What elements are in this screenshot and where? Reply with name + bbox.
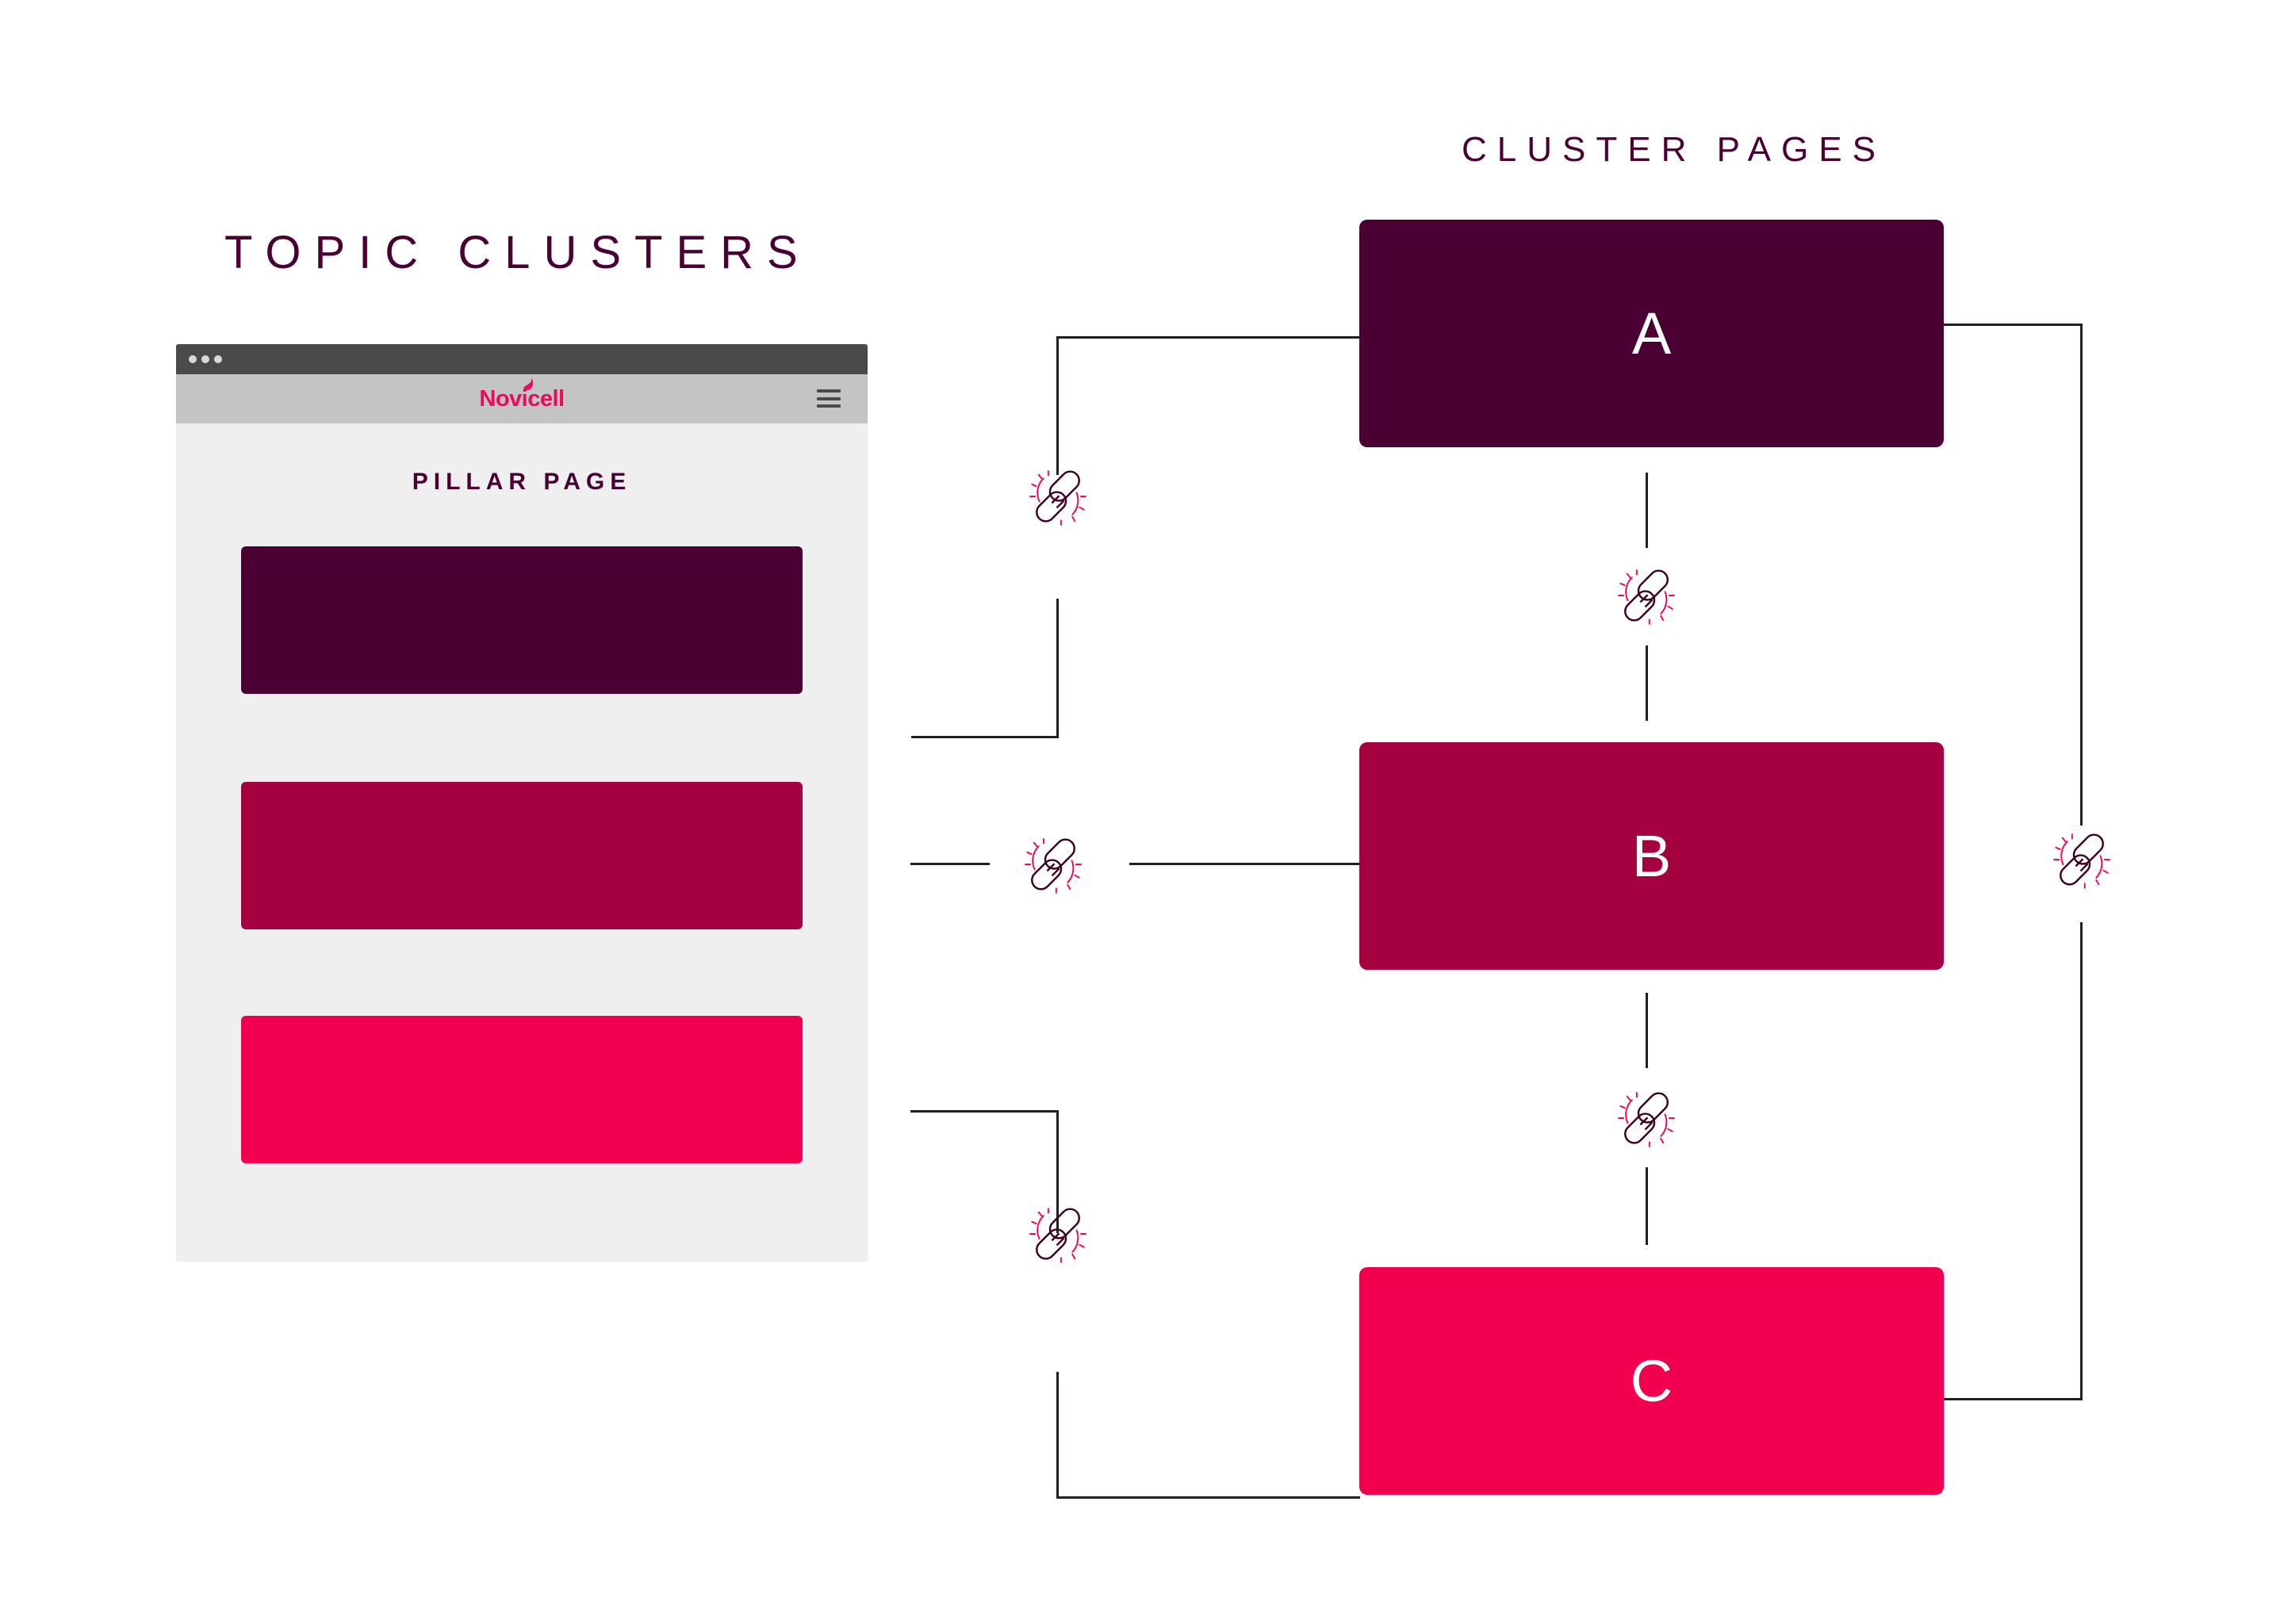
connector-pillar-to-b-right-segment [1129,863,1359,865]
novicell-logo: Novicell [479,377,565,412]
connector-pillar-to-c-lower-vertical [1056,1372,1059,1499]
link-icon-a-to-c [2053,833,2110,889]
pillar-content-block-2 [241,782,803,929]
cluster-page-label-b: B [1631,822,1672,889]
connector-pillar-to-a-lower-vertical [1056,599,1059,738]
connector-a-to-c-bottom-horizontal [1944,1398,2083,1400]
connector-pillar-to-b-left-segment [910,863,990,865]
link-icon-b-to-c [1618,1092,1675,1147]
connector-pillar-to-a-top-horizontal [1056,336,1360,339]
novicell-flame-icon [523,377,534,390]
cluster-page-label-a: A [1631,300,1672,366]
browser-titlebar [176,344,868,374]
link-icon-pillar-to-c [1029,1208,1086,1263]
hamburger-menu-icon[interactable] [817,389,841,408]
connector-pillar-to-c-bottom-horizontal [1056,1496,1360,1499]
connector-a-to-b-lower-vertical [1646,645,1648,721]
window-dot-2 [201,355,209,363]
cluster-page-box-a[interactable]: A [1359,220,1944,447]
window-dot-3 [214,355,222,363]
topic-clusters-heading: TOPIC CLUSTERS [224,227,811,278]
hamburger-bar-2 [817,396,841,400]
pillar-page-title: PILLAR PAGE [412,469,632,495]
cluster-page-box-b[interactable]: B [1359,742,1944,970]
connector-pillar-to-c-upper-vertical [1056,1110,1059,1233]
window-dot-1 [189,355,197,363]
link-icon-a-to-b [1618,569,1675,625]
connector-a-to-c-upper-vertical [2080,324,2083,825]
connector-b-to-c-upper-vertical [1646,993,1648,1068]
cluster-page-label-c: C [1630,1347,1673,1414]
browser-navbar: Novicell [176,374,868,423]
connector-a-to-b-upper-vertical [1646,473,1648,548]
novicell-logo-text: Novicell [479,385,565,412]
link-icon-pillar-to-a [1029,470,1086,526]
pillar-content-block-3 [241,1016,803,1163]
connector-pillar-to-a-upper-vertical [1056,336,1059,475]
hamburger-bar-1 [817,389,841,393]
pillar-content-block-1 [241,546,803,694]
pillar-page-browser-mockup: Novicell PILLAR PAGE [176,344,868,1262]
hamburger-bar-3 [817,404,841,408]
connector-a-to-c-top-horizontal [1944,324,2083,326]
cluster-pages-heading: CLUSTER PAGES [1462,130,1886,169]
connector-pillar-to-c-top-horizontal [910,1110,1059,1113]
connector-b-to-c-lower-vertical [1646,1167,1648,1245]
window-control-dots[interactable] [189,355,222,363]
connector-a-to-c-lower-vertical [2080,922,2083,1400]
cluster-page-box-c[interactable]: C [1359,1267,1944,1495]
link-icon-pillar-to-b [1025,838,1082,894]
connector-pillar-to-a-bottom-horizontal [911,736,1059,738]
